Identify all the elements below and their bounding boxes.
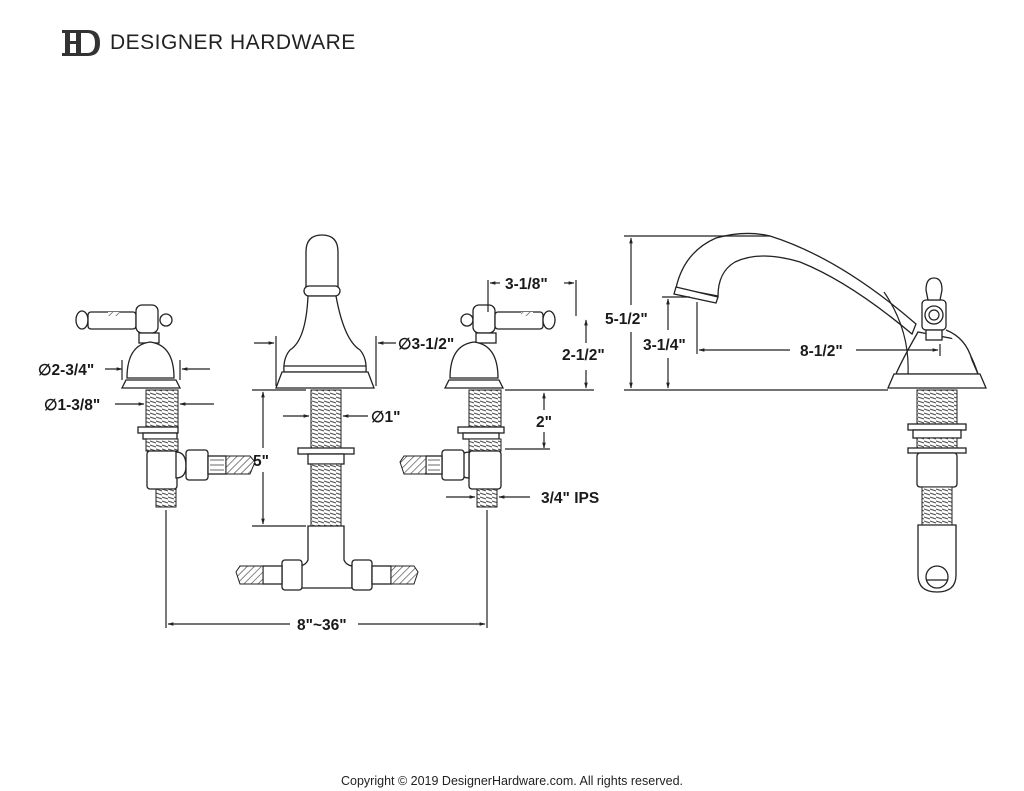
dim-handle-base-diameter: ∅2-3/4" [38,362,94,379]
brand-header: DESIGNER HARDWARE [62,26,356,60]
dim-handle-width: 3-1/8" [505,276,548,293]
dimension-lines [105,235,941,628]
dim-spout-shank-diameter: ∅1" [371,409,400,426]
dh-logo-icon [62,30,100,56]
dim-overall-height: 5-1/2" [605,311,648,328]
left-handle-valve [75,304,256,508]
dim-handle-height: 2-1/2" [562,347,605,364]
dim-shank-diameter: ∅1-3/8" [44,397,100,414]
center-spout [235,234,419,591]
dim-spread: 8"~36" [297,617,347,634]
dim-inlet-size: 3/4" IPS [541,490,599,507]
dim-shank-length: 5" [253,453,269,470]
brand-name: DESIGNER HARDWARE [110,31,356,54]
right-handle-valve [399,304,556,508]
dim-spout-clearance: 3-1/4" [643,337,686,354]
copyright-notice: Copyright © 2019 DesignerHardware.com. A… [341,774,683,788]
dim-valve-depth: 2" [536,414,552,431]
dim-spout-base-diameter: ∅3-1/2" [398,336,454,353]
dim-spout-reach: 8-1/2" [800,343,843,360]
side-view-faucet [673,232,987,593]
